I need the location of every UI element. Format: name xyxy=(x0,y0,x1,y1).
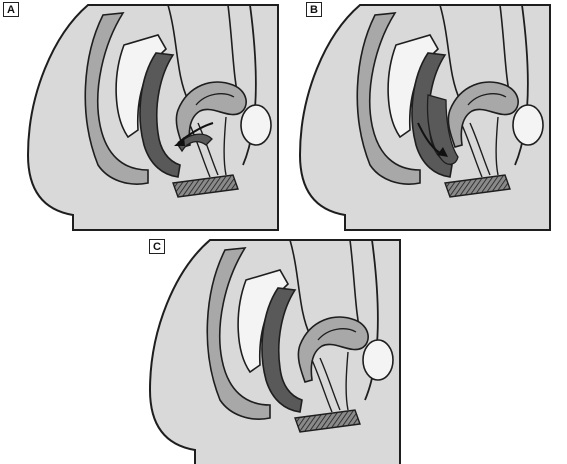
panel-label-a: A xyxy=(3,2,19,17)
panel-label-c: C xyxy=(149,239,165,254)
panel-b-illustration xyxy=(300,5,550,230)
panel-a-illustration xyxy=(28,5,278,230)
panel-label-b: B xyxy=(306,2,322,17)
panel-c-illustration xyxy=(150,240,400,464)
